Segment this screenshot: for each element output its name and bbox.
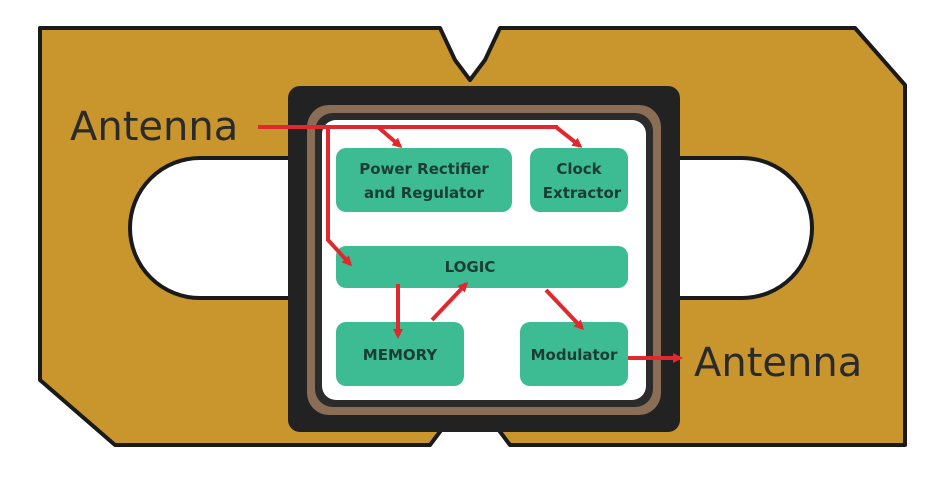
memory-label: MEMORY [363, 346, 439, 364]
arrow-memory-to-logic [430, 281, 469, 322]
clock-extractor-label-2: Extractor [543, 184, 622, 202]
antenna-input-label: Antenna [70, 104, 238, 150]
arrow-logic-to-modulator [544, 288, 585, 331]
arrow-to-power-rectifier [376, 125, 403, 148]
arrow-to-logic [326, 127, 353, 267]
power-rectifier-block [336, 148, 512, 212]
logic-label: LOGIC [445, 258, 496, 276]
left-cutout [128, 156, 300, 300]
power-rectifier-label-1: Power Rectifier [359, 160, 489, 178]
right-cutout [668, 156, 814, 300]
clock-extractor-label-1: Clock [556, 160, 602, 178]
antenna-output-label: Antenna [694, 340, 862, 386]
logic-block [336, 246, 628, 288]
modulator-block [520, 322, 628, 386]
memory-block [336, 322, 464, 386]
arrow-to-clock-extractor [554, 125, 583, 148]
modulator-label: Modulator [531, 346, 618, 364]
clock-extractor-block [530, 148, 628, 212]
power-rectifier-label-2: and Regulator [364, 184, 485, 202]
